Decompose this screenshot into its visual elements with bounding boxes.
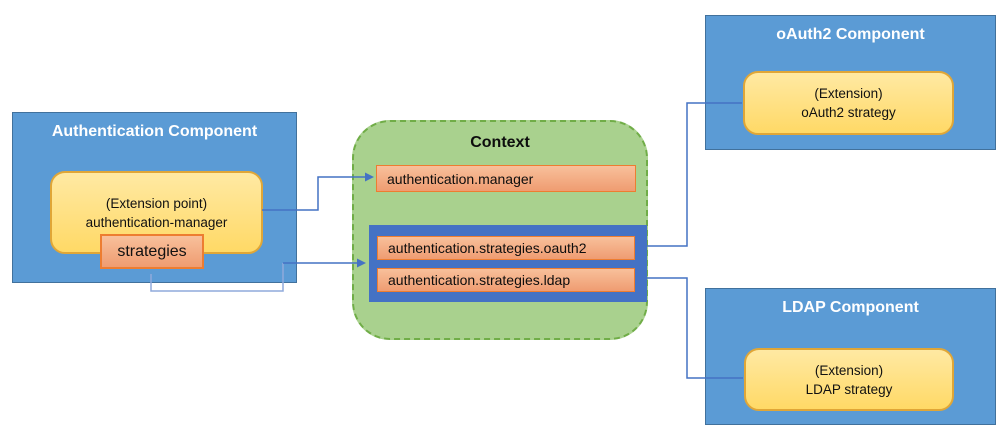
context-title: Context [470, 134, 530, 151]
context-entry-strategies-ldap: authentication.strategies.ldap [377, 268, 635, 292]
context-entry-authentication-manager: authentication.manager [376, 165, 636, 192]
authentication-component-box: Authentication Component (Extension poin… [12, 112, 297, 283]
strategies-box: strategies [100, 234, 204, 269]
ldap-component-title: LDAP Component [782, 299, 919, 316]
extension-point-line2: authentication-manager [85, 214, 228, 230]
ldap-component-box: LDAP Component (Extension) LDAP strategy [705, 288, 996, 425]
oauth2-component-box: oAuth2 Component (Extension) oAuth2 stra… [705, 15, 996, 150]
context-entry-strategies-oauth2: authentication.strategies.oauth2 [377, 236, 635, 260]
oauth2-extension-line2: oAuth2 strategy [801, 105, 896, 120]
ldap-extension-line2: LDAP strategy [805, 381, 893, 397]
extension-point-line1: (Extension point) [105, 195, 208, 211]
authentication-component-title: Authentication Component [51, 123, 258, 140]
strategies-group-box: authentication.strategies.oauth2 authent… [369, 225, 647, 302]
oauth2-extension-line1: (Extension) [814, 86, 883, 101]
ldap-extension-box: (Extension) LDAP strategy [744, 348, 954, 411]
context-group: Context authentication.manager authentic… [352, 120, 648, 340]
oauth2-component-title: oAuth2 Component [776, 26, 925, 43]
oauth2-extension-box: (Extension) oAuth2 strategy [743, 71, 954, 135]
ldap-extension-line1: (Extension) [814, 362, 884, 378]
